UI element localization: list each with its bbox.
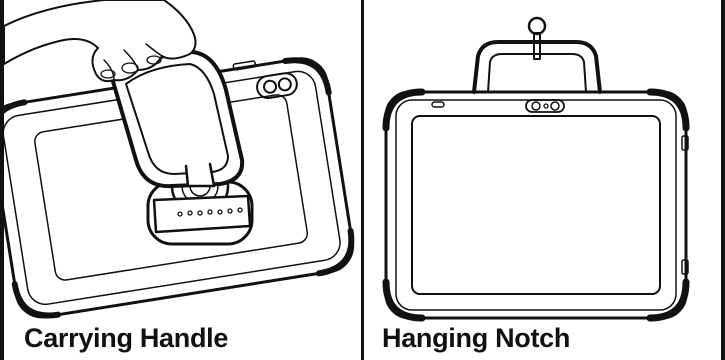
hanging-handle	[472, 40, 602, 94]
hanging-notch-illustration	[382, 16, 690, 322]
frame-divider	[361, 0, 364, 360]
rugged-tablet-front	[382, 88, 690, 322]
hanging-notch-panel: Hanging Notch	[364, 0, 721, 360]
hanging-notch-caption: Hanging Notch	[382, 323, 571, 353]
hand-gripping-handle	[4, 0, 197, 83]
carrying-handle-illustration	[4, 0, 355, 319]
carrying-handle-panel: Carrying Handle	[4, 0, 361, 360]
hanging-hook	[527, 16, 547, 60]
frame-right-border	[721, 0, 725, 360]
frame-left-border	[0, 0, 4, 360]
carrying-handle-caption: Carrying Handle	[24, 323, 229, 353]
